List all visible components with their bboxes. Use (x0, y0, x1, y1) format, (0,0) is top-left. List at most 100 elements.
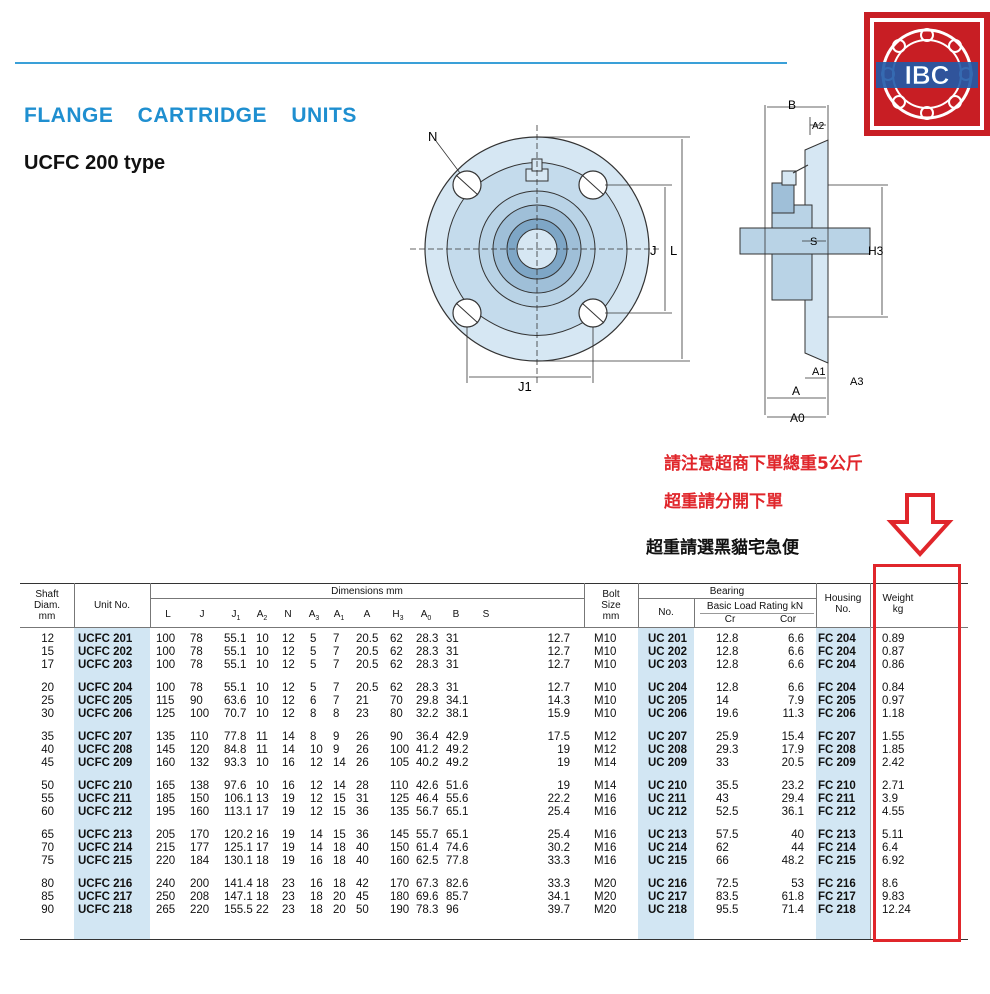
cell-weight: 6.4 (882, 842, 898, 854)
cell-dim-a3: 5 (310, 682, 317, 694)
cell-dim-l: 195 (156, 806, 176, 818)
cell-dim-j: 138 (190, 780, 210, 792)
cell-bearing-no: UC 203 (648, 659, 687, 671)
cell-dim-a0: 28.3 (416, 646, 439, 658)
cell-dim-s: 30.2 (547, 842, 570, 854)
header-dim-a1: A1 (333, 609, 345, 622)
cell-dim-l: 165 (156, 780, 176, 792)
cell-dim-j: 100 (190, 708, 210, 720)
cell-dim-a3: 12 (310, 806, 323, 818)
cell-weight: 2.42 (882, 757, 905, 769)
cell-dim-a2: 16 (256, 829, 269, 841)
cell-bearing-no: UC 213 (648, 829, 687, 841)
notice-black-cat: 超重請選黑貓宅急便 (646, 538, 799, 558)
cell-dim-n: 23 (282, 878, 295, 890)
cell-dim-a: 40 (356, 842, 369, 854)
cell-weight: 1.85 (882, 744, 905, 756)
cell-dim-a1: 15 (333, 806, 346, 818)
cell-dim-n: 23 (282, 904, 295, 916)
cell-weight: 2.71 (882, 780, 905, 792)
cell-load-cr: 35.5 (716, 780, 739, 792)
cell-shaft-diam: 20 (41, 682, 54, 694)
cell-bearing-no: UC 216 (648, 878, 687, 890)
cell-dim-b: 82.6 (446, 878, 469, 890)
cell-load-cor: 23.2 (781, 780, 804, 792)
header-bearing-no: No. (658, 607, 674, 618)
cell-dim-j1: 55.1 (224, 646, 247, 658)
cell-dim-h3: 170 (390, 878, 410, 890)
weight-highlight-box (873, 564, 961, 942)
cell-weight: 8.6 (882, 878, 898, 890)
cell-dim-l: 205 (156, 829, 176, 841)
cell-bearing-no: UC 206 (648, 708, 687, 720)
cell-dim-j1: 77.8 (224, 731, 247, 743)
cell-weight: 1.55 (882, 731, 905, 743)
cell-dim-j1: 147.1 (224, 891, 253, 903)
cell-load-cr: 33 (716, 757, 729, 769)
cell-unit-no: UCFC 218 (78, 904, 133, 916)
cell-bolt-size: M16 (594, 793, 617, 805)
cell-dim-a3: 16 (310, 855, 323, 867)
cell-unit-no: UCFC 205 (78, 695, 133, 707)
cell-bolt-size: M10 (594, 708, 617, 720)
cell-shaft-diam: 45 (41, 757, 54, 769)
cell-dim-a3: 12 (310, 757, 323, 769)
cell-housing-no: FC 211 (818, 793, 856, 805)
cell-housing-no: FC 206 (818, 708, 856, 720)
header-cor: Cor (779, 614, 797, 625)
cell-load-cor: 11.3 (782, 708, 804, 720)
cell-dim-a: 26 (356, 744, 369, 756)
header-divider (150, 583, 151, 627)
cell-dim-a0: 78.3 (416, 904, 439, 916)
cell-shaft-diam: 90 (41, 904, 54, 916)
cell-unit-no: UCFC 210 (78, 780, 133, 792)
cell-unit-no: UCFC 213 (78, 829, 133, 841)
cell-unit-no: UCFC 204 (78, 682, 133, 694)
cell-bolt-size: M16 (594, 829, 617, 841)
cell-weight: 1.18 (882, 708, 905, 720)
svg-text:A1: A1 (812, 366, 825, 378)
cell-weight: 6.92 (882, 855, 905, 867)
cell-dim-a0: 61.4 (416, 842, 439, 854)
cell-dim-j: 200 (190, 878, 210, 890)
cell-dim-h3: 105 (390, 757, 410, 769)
cell-unit-no: UCFC 215 (78, 855, 133, 867)
header-rule-dims (150, 598, 584, 599)
cell-bolt-size: M14 (594, 780, 617, 792)
cell-dim-h3: 80 (390, 708, 403, 720)
cell-housing-no: FC 204 (818, 646, 856, 658)
cell-dim-a1: 7 (333, 695, 340, 707)
cell-dim-j: 90 (190, 695, 203, 707)
cell-dim-h3: 62 (390, 646, 403, 658)
cell-bolt-size: M16 (594, 855, 617, 867)
cell-dim-h3: 145 (390, 829, 410, 841)
cell-dim-a2: 10 (256, 659, 269, 671)
cell-load-cor: 48.2 (781, 855, 804, 867)
cell-load-cr: 52.5 (716, 806, 739, 818)
cell-dim-h3: 90 (390, 731, 403, 743)
cell-bearing-no: UC 204 (648, 682, 687, 694)
cell-dim-b: 55.6 (446, 793, 469, 805)
cell-dim-n: 12 (282, 633, 295, 645)
cell-dim-n: 12 (282, 682, 295, 694)
cell-bearing-no: UC 218 (648, 904, 687, 916)
cell-dim-a0: 67.3 (416, 878, 439, 890)
cell-bearing-no: UC 211 (648, 793, 687, 805)
cell-dim-j: 177 (190, 842, 210, 854)
cell-dim-j: 170 (190, 829, 210, 841)
header-dim-a2: A2 (256, 609, 268, 622)
cell-dim-n: 16 (282, 780, 295, 792)
cell-unit-no: UCFC 217 (78, 891, 133, 903)
cell-dim-a1: 14 (333, 780, 346, 792)
cell-bearing-no: UC 202 (648, 646, 687, 658)
cell-dim-a2: 18 (256, 878, 269, 890)
cell-bolt-size: M10 (594, 695, 617, 707)
bearing-no-column-shade (638, 627, 694, 939)
cell-shaft-diam: 15 (41, 646, 54, 658)
cell-dim-a1: 7 (333, 682, 340, 694)
cell-bearing-no: UC 207 (648, 731, 687, 743)
cell-dim-l: 250 (156, 891, 176, 903)
cell-dim-n: 14 (282, 744, 295, 756)
cell-dim-l: 185 (156, 793, 176, 805)
